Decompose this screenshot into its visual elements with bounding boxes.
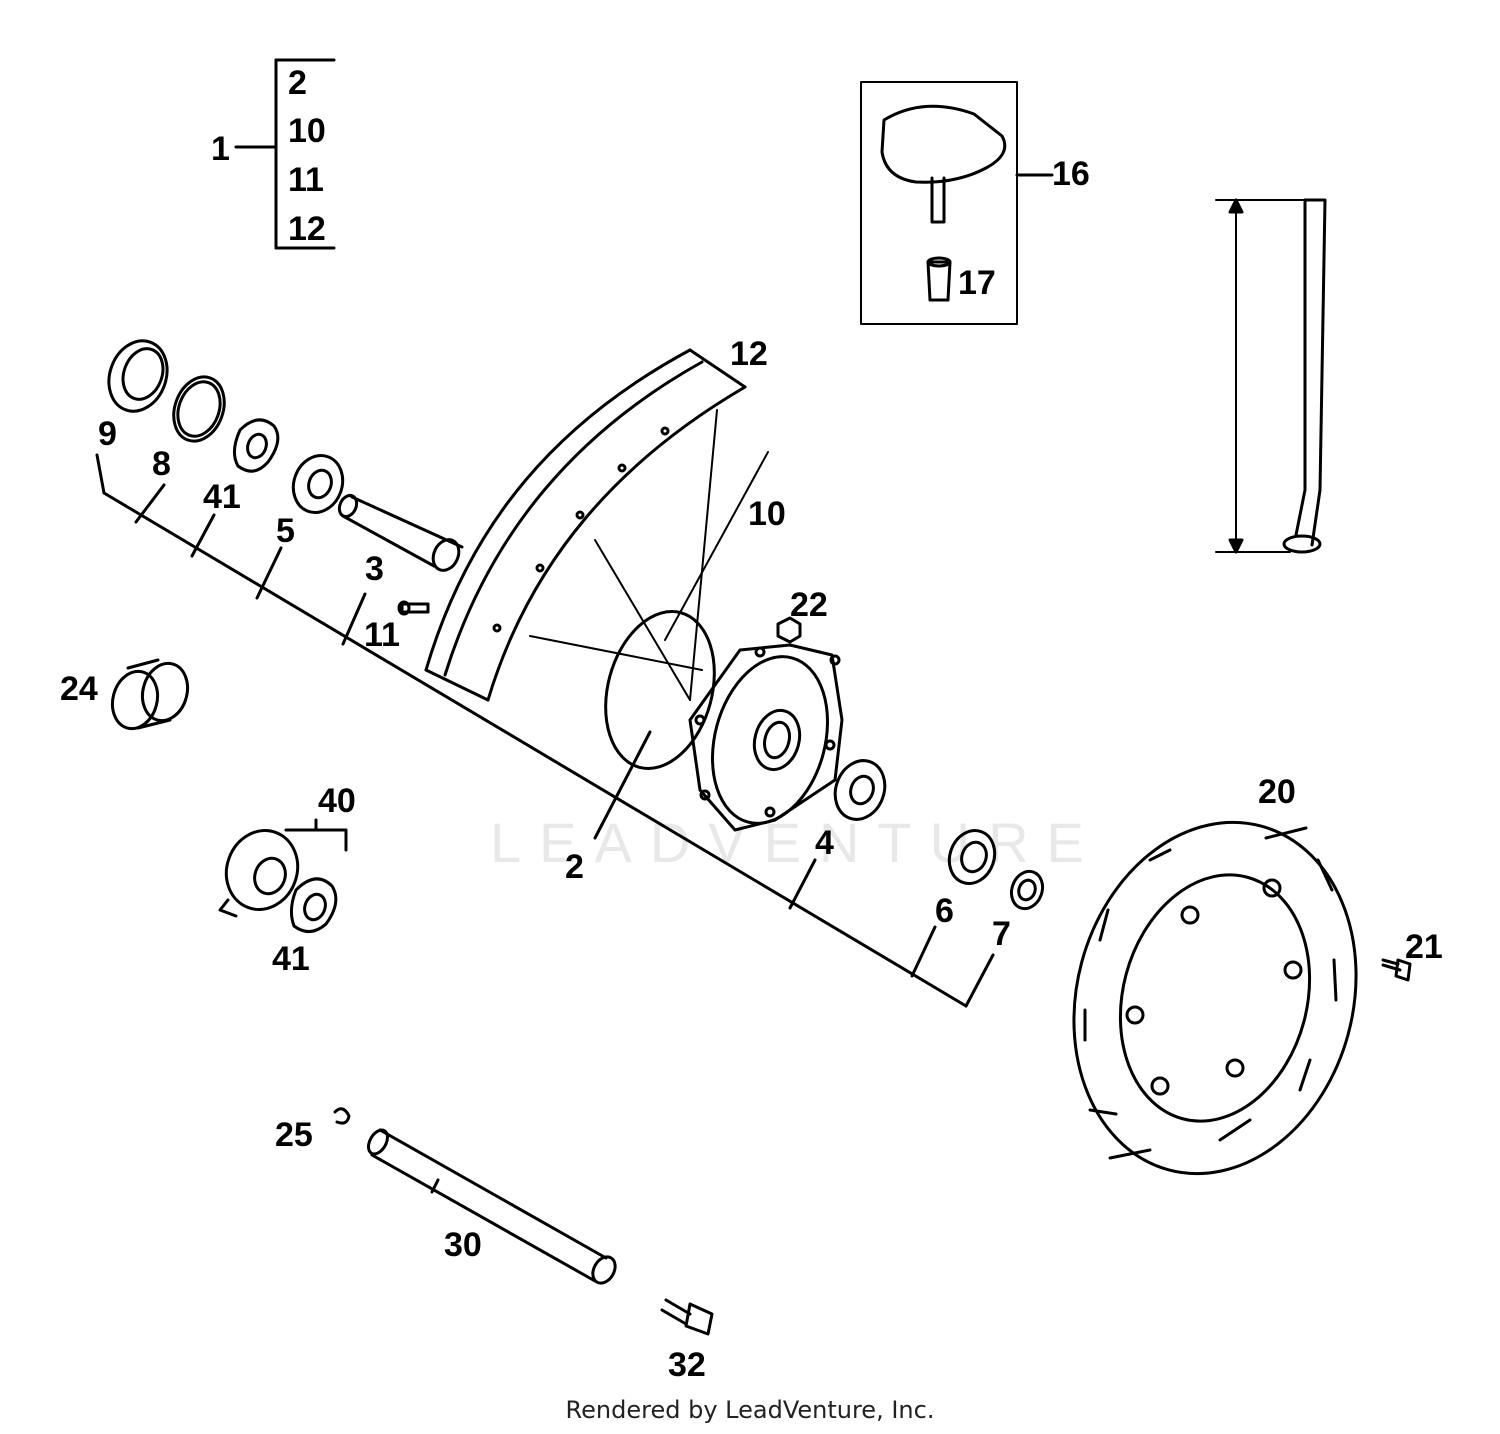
footer-credit: Rendered by LeadVenture, Inc. — [565, 1396, 935, 1424]
callout-1-member-2: 2 — [288, 64, 307, 102]
spacer-part-24 — [110, 658, 190, 731]
o-ring-part-8 — [172, 375, 226, 443]
callout-labels: 1 2 10 11 12 9 8 41 5 3 11 12 10 22 24 4… — [60, 64, 1443, 1384]
callout-11: 11 — [364, 616, 400, 654]
bearing-part-4 — [833, 759, 887, 821]
bearing-part-5 — [291, 454, 345, 514]
callout-32: 32 — [668, 1346, 706, 1384]
callout-8: 8 — [152, 445, 171, 483]
spoke-nipple-part-11 — [397, 600, 430, 616]
bolt-part-21 — [1381, 958, 1412, 982]
callout-22: 22 — [790, 586, 828, 624]
callout-41-lower: 41 — [272, 940, 310, 978]
lock-washer-part-41-lower — [289, 877, 338, 933]
callout-30: 30 — [444, 1226, 482, 1264]
rim-part-12 — [424, 348, 747, 702]
callout-4: 4 — [815, 824, 834, 862]
callout-1-assembly: 1 — [211, 130, 230, 168]
seal-part-9 — [107, 339, 169, 413]
assembly-bracket — [234, 58, 336, 250]
callout-12: 12 — [730, 335, 768, 373]
brake-disc-part-20 — [1072, 820, 1358, 1176]
axle-part-30 — [367, 1128, 617, 1285]
hub-part-2 — [604, 610, 844, 832]
callout-3: 3 — [365, 550, 384, 588]
callout-10: 10 — [748, 495, 786, 533]
callout-20: 20 — [1258, 773, 1296, 811]
callout-1-member-12: 12 — [288, 210, 326, 248]
callout-5: 5 — [276, 512, 295, 550]
callout-25: 25 — [275, 1116, 313, 1154]
callout-40: 40 — [318, 782, 356, 820]
nut-part-22 — [776, 616, 802, 644]
speedo-drive-part-40 — [218, 818, 348, 918]
callout-41-upper: 41 — [203, 478, 241, 516]
hub-leader — [593, 730, 652, 840]
spacer-part-7 — [1009, 869, 1045, 911]
callout-6: 6 — [935, 892, 954, 930]
callout-7: 7 — [992, 915, 1011, 953]
spacer-tube-part-3 — [337, 493, 464, 572]
spokes-part-10 — [529, 409, 769, 701]
clip-part-25 — [333, 1107, 351, 1125]
seal-part-6 — [947, 829, 997, 885]
lock-washer-part-41-upper — [233, 418, 280, 473]
inner-tube-box-part-16 — [860, 81, 1054, 325]
callout-16: 16 — [1052, 155, 1090, 193]
callout-1-member-11: 11 — [288, 161, 324, 199]
callout-9: 9 — [98, 415, 117, 453]
axis-leader-line — [95, 453, 995, 1008]
callout-1-member-10: 10 — [288, 112, 326, 150]
callout-17: 17 — [958, 264, 996, 302]
callout-24: 24 — [60, 670, 98, 708]
axle-bolt-part-32 — [660, 1298, 714, 1336]
callout-2-hub: 2 — [565, 848, 584, 886]
callout-21: 21 — [1405, 928, 1443, 966]
spoke-dimension-drawing — [1215, 198, 1327, 554]
